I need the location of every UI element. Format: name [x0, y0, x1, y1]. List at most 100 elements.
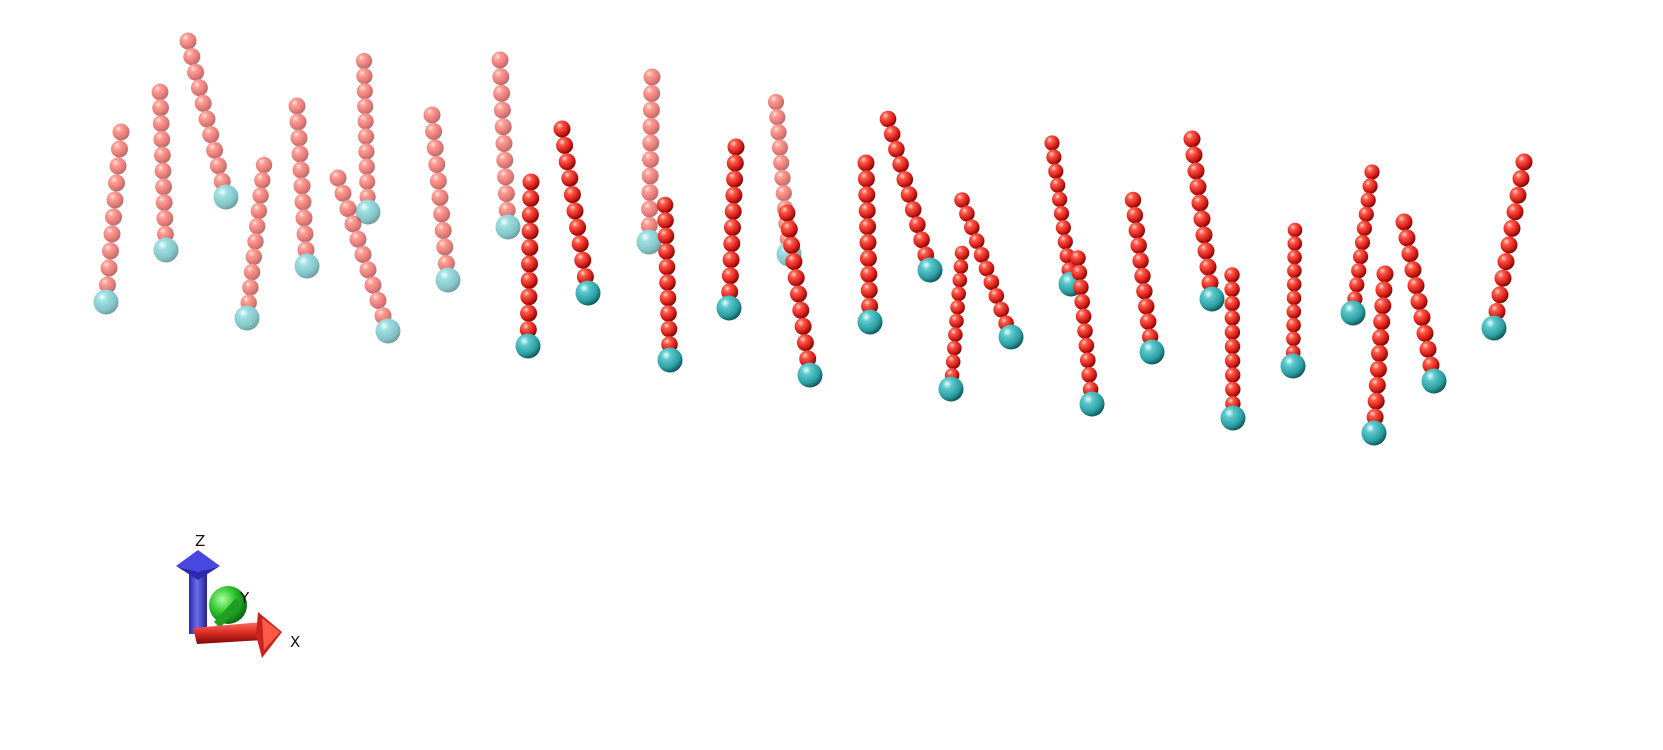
head-bead — [495, 214, 521, 240]
tail-bead — [1075, 308, 1092, 325]
tail-bead — [860, 265, 878, 283]
tail-bead — [948, 327, 963, 342]
tail-bead — [520, 304, 538, 322]
tail-bead — [1286, 277, 1302, 292]
tail-bead — [254, 172, 271, 189]
tail-bead — [1185, 146, 1203, 164]
tail-bead — [358, 158, 375, 175]
tail-bead — [945, 354, 961, 370]
tail-bead — [1491, 286, 1509, 304]
tail-bead — [1138, 298, 1155, 315]
tail-bead — [1500, 236, 1518, 254]
tail-bead — [1287, 263, 1302, 279]
lipid-chain — [1124, 191, 1165, 365]
tail-bead — [100, 259, 118, 277]
tail-bead — [1128, 222, 1146, 239]
tail-bead — [522, 173, 540, 191]
tail-bead — [290, 129, 308, 147]
tail-bead — [1362, 178, 1378, 194]
tail-bead — [437, 255, 455, 272]
lipid-chain — [1395, 213, 1447, 394]
tail-bead — [1057, 234, 1073, 250]
tail-bead — [657, 227, 675, 245]
tail-bead — [1286, 304, 1302, 319]
tail-bead — [1287, 222, 1303, 238]
tail-bead — [556, 136, 574, 154]
lipid-chain — [879, 110, 943, 283]
tail-bead — [642, 101, 660, 119]
tail-bead — [359, 173, 376, 190]
tail-bead — [973, 247, 990, 263]
tail-bead — [190, 79, 208, 97]
tail-bead — [859, 234, 877, 251]
tail-bead — [860, 281, 878, 299]
lipid-chain — [1183, 130, 1225, 312]
tail-bead — [369, 291, 387, 309]
tail-bead — [1360, 192, 1376, 208]
tail-bead — [900, 186, 918, 203]
tail-bead — [794, 317, 812, 335]
tail-bead — [198, 110, 216, 128]
tail-bead — [563, 186, 581, 204]
tail-bead — [103, 225, 121, 243]
tail-bead — [356, 83, 373, 100]
tail-bead — [721, 267, 739, 285]
tail-bead — [155, 178, 173, 196]
tail-bead — [436, 238, 454, 256]
lipid-chain — [93, 123, 130, 315]
tail-bead — [1369, 360, 1387, 378]
tail-bead — [1512, 170, 1530, 188]
tail-bead — [726, 170, 744, 188]
tail-bead — [643, 68, 661, 86]
tail-bead — [892, 156, 909, 173]
tail-bead — [883, 125, 901, 143]
tail-bead — [1197, 242, 1215, 260]
tail-bead — [249, 218, 266, 235]
tail-bead — [785, 253, 803, 271]
tail-bead — [1287, 249, 1302, 265]
tail-bead — [109, 157, 127, 175]
tail-bead — [349, 230, 367, 248]
tail-bead — [1287, 236, 1303, 251]
tail-bead — [296, 225, 314, 243]
tail-bead — [1080, 352, 1096, 369]
tail-bead — [1078, 337, 1095, 354]
head-bead — [857, 309, 883, 335]
tail-bead — [858, 186, 876, 204]
tail-bead — [494, 118, 512, 136]
tail-bead — [152, 115, 170, 132]
tail-bead — [574, 251, 592, 269]
tail-bead — [521, 206, 539, 224]
tail-bead — [1199, 258, 1217, 276]
head-bead — [1079, 391, 1105, 417]
tail-bead — [288, 97, 306, 115]
tail-bead — [1189, 178, 1207, 196]
tail-bead — [783, 236, 801, 254]
z-axis-label: Z — [195, 532, 205, 550]
tail-bead — [433, 205, 451, 223]
tail-bead — [344, 215, 362, 233]
head-bead — [575, 280, 601, 306]
tail-bead — [289, 113, 307, 131]
tail-bead — [358, 143, 375, 160]
tail-bead — [1055, 220, 1071, 236]
tail-bead — [780, 220, 798, 238]
tail-bead — [658, 258, 676, 276]
lipid-chain — [716, 138, 745, 321]
tail-bead — [773, 154, 790, 171]
tail-bead — [1356, 220, 1372, 236]
tail-bead — [913, 231, 930, 249]
tail-bead — [1371, 345, 1388, 362]
tail-bead — [950, 300, 965, 315]
head-bead — [938, 376, 964, 402]
tail-bead — [1419, 340, 1437, 358]
tail-bead — [209, 157, 227, 175]
tail-bead — [640, 217, 658, 234]
tail-bead — [641, 167, 659, 185]
tail-bead — [355, 52, 373, 70]
tail-bead — [1224, 281, 1240, 297]
tail-bead — [491, 51, 509, 69]
tail-bead — [521, 255, 538, 273]
tail-bead — [954, 192, 970, 208]
